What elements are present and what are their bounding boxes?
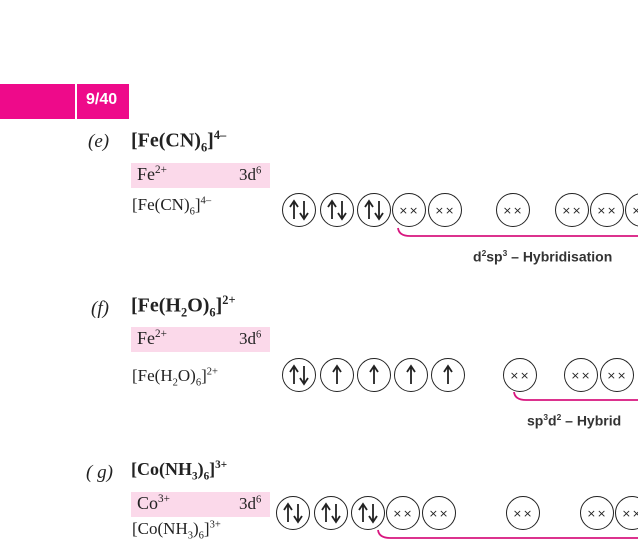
orbital-box — [320, 193, 354, 227]
section-title-e: [Fe(CN)6]4– — [131, 128, 227, 155]
section-title-f: [Fe(H2O)6]2+ — [131, 293, 236, 320]
paired-electron-arrows-icon — [327, 199, 347, 221]
paired-electron-arrows-icon — [289, 364, 309, 386]
single-electron-arrow-icon — [369, 364, 379, 384]
hybridisation-brace-e — [397, 227, 638, 237]
ligand-electron-pair-orbital: ×× — [600, 358, 634, 392]
orbital-box — [431, 358, 465, 392]
orbital-box — [394, 358, 428, 392]
paired-electron-arrows-icon — [364, 199, 384, 221]
paired-electron-arrows-icon — [321, 502, 341, 524]
ion-config-box-f — [131, 327, 270, 352]
single-electron-arrow-icon — [406, 364, 416, 384]
ligand-electron-pair-orbital: ×× — [503, 358, 537, 392]
hybridisation-brace-f — [513, 391, 638, 401]
hybridisation-brace-g — [377, 529, 638, 539]
ligand-electron-pair-orbital: ×× — [506, 496, 540, 530]
ligand-electron-pair-orbital: ×× — [625, 193, 638, 227]
ion-config-box-g — [131, 492, 270, 517]
ligand-electron-pair-orbital: ×× — [392, 193, 426, 227]
ligand-electron-pair-orbital: ×× — [615, 496, 638, 530]
complex-formula-g: [Co(NH3)6]3+ — [132, 519, 221, 542]
ligand-electron-pair-orbital: ×× — [564, 358, 598, 392]
ion-symbol-f: Fe2+ — [137, 328, 167, 348]
orbital-box — [314, 496, 348, 530]
orbital-box — [351, 496, 385, 530]
section-label-e: (e) — [88, 131, 110, 152]
ligand-electron-pair-orbital: ×× — [422, 496, 456, 530]
electron-config-f: 3d6 — [239, 329, 262, 348]
section-label-f: (f) — [91, 298, 109, 319]
hybridisation-label-f: sp3d2 – Hybrid — [527, 412, 622, 429]
electron-config-g: 3d6 — [239, 494, 262, 513]
ligand-electron-pair-orbital: ×× — [555, 193, 589, 227]
header-band — [0, 84, 129, 119]
page-number: 9/40 — [86, 91, 118, 108]
ligand-electron-pair-orbital: ×× — [590, 193, 624, 227]
electron-config-e: 3d6 — [239, 165, 262, 184]
header-divider — [75, 84, 77, 119]
hybridisation-label-e: d2sp3 – Hybridisation — [473, 248, 613, 265]
ligand-electron-pair-orbital: ×× — [428, 193, 462, 227]
paired-electron-arrows-icon — [289, 199, 309, 221]
single-electron-arrow-icon — [443, 364, 453, 384]
paired-electron-arrows-icon — [358, 502, 378, 524]
orbital-box — [276, 496, 310, 530]
orbital-box — [357, 193, 391, 227]
ion-symbol-g: Co3+ — [137, 493, 170, 513]
ion-symbol-e: Fe2+ — [137, 164, 167, 184]
orbital-box — [282, 358, 316, 392]
complex-formula-e: [Fe(CN)6]4– — [132, 195, 212, 218]
ligand-electron-pair-orbital: ×× — [496, 193, 530, 227]
orbital-box — [320, 358, 354, 392]
section-title-g: [Co(NH3)6]3+ — [131, 459, 228, 483]
ligand-electron-pair-orbital: ×× — [386, 496, 420, 530]
single-electron-arrow-icon — [332, 364, 342, 384]
complex-formula-f: [Fe(H2O)6]2+ — [132, 366, 218, 389]
orbital-box — [282, 193, 316, 227]
ligand-electron-pair-orbital: ×× — [580, 496, 614, 530]
orbital-box — [357, 358, 391, 392]
paired-electron-arrows-icon — [283, 502, 303, 524]
ion-config-box-e — [131, 163, 270, 188]
section-label-g: ( g) — [86, 462, 113, 483]
